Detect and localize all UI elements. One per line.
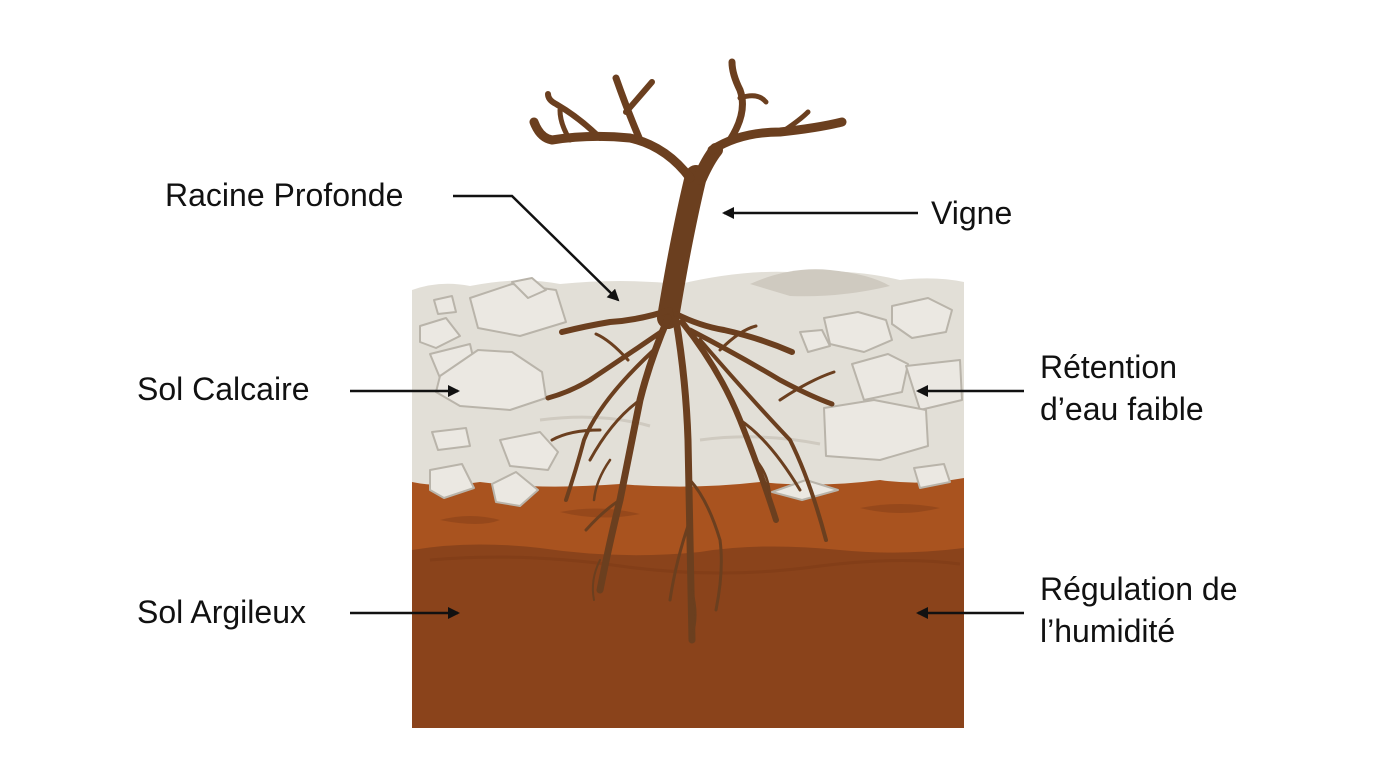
label-retention-eau: Rétention d’eau faible xyxy=(1040,346,1204,430)
label-vigne: Vigne xyxy=(931,195,1013,231)
label-regulation-humidite: Régulation de l’humidité xyxy=(1040,568,1237,652)
label-retention-line-1: Rétention xyxy=(1040,349,1177,385)
label-retention-line-2: d’eau faible xyxy=(1040,391,1204,427)
label-sol-argileux: Sol Argileux xyxy=(137,594,306,630)
leader-arrows xyxy=(350,194,1024,619)
label-racine-profonde: Racine Profonde xyxy=(165,177,404,213)
arrow-racine xyxy=(453,194,620,302)
label-regulation-line-1: Régulation de xyxy=(1040,571,1238,607)
limestone-rocks xyxy=(419,277,963,507)
label-sol-calcaire: Sol Calcaire xyxy=(137,371,310,407)
label-regulation-line-2: l’humidité xyxy=(1040,613,1176,649)
vine-illustration xyxy=(529,58,847,644)
